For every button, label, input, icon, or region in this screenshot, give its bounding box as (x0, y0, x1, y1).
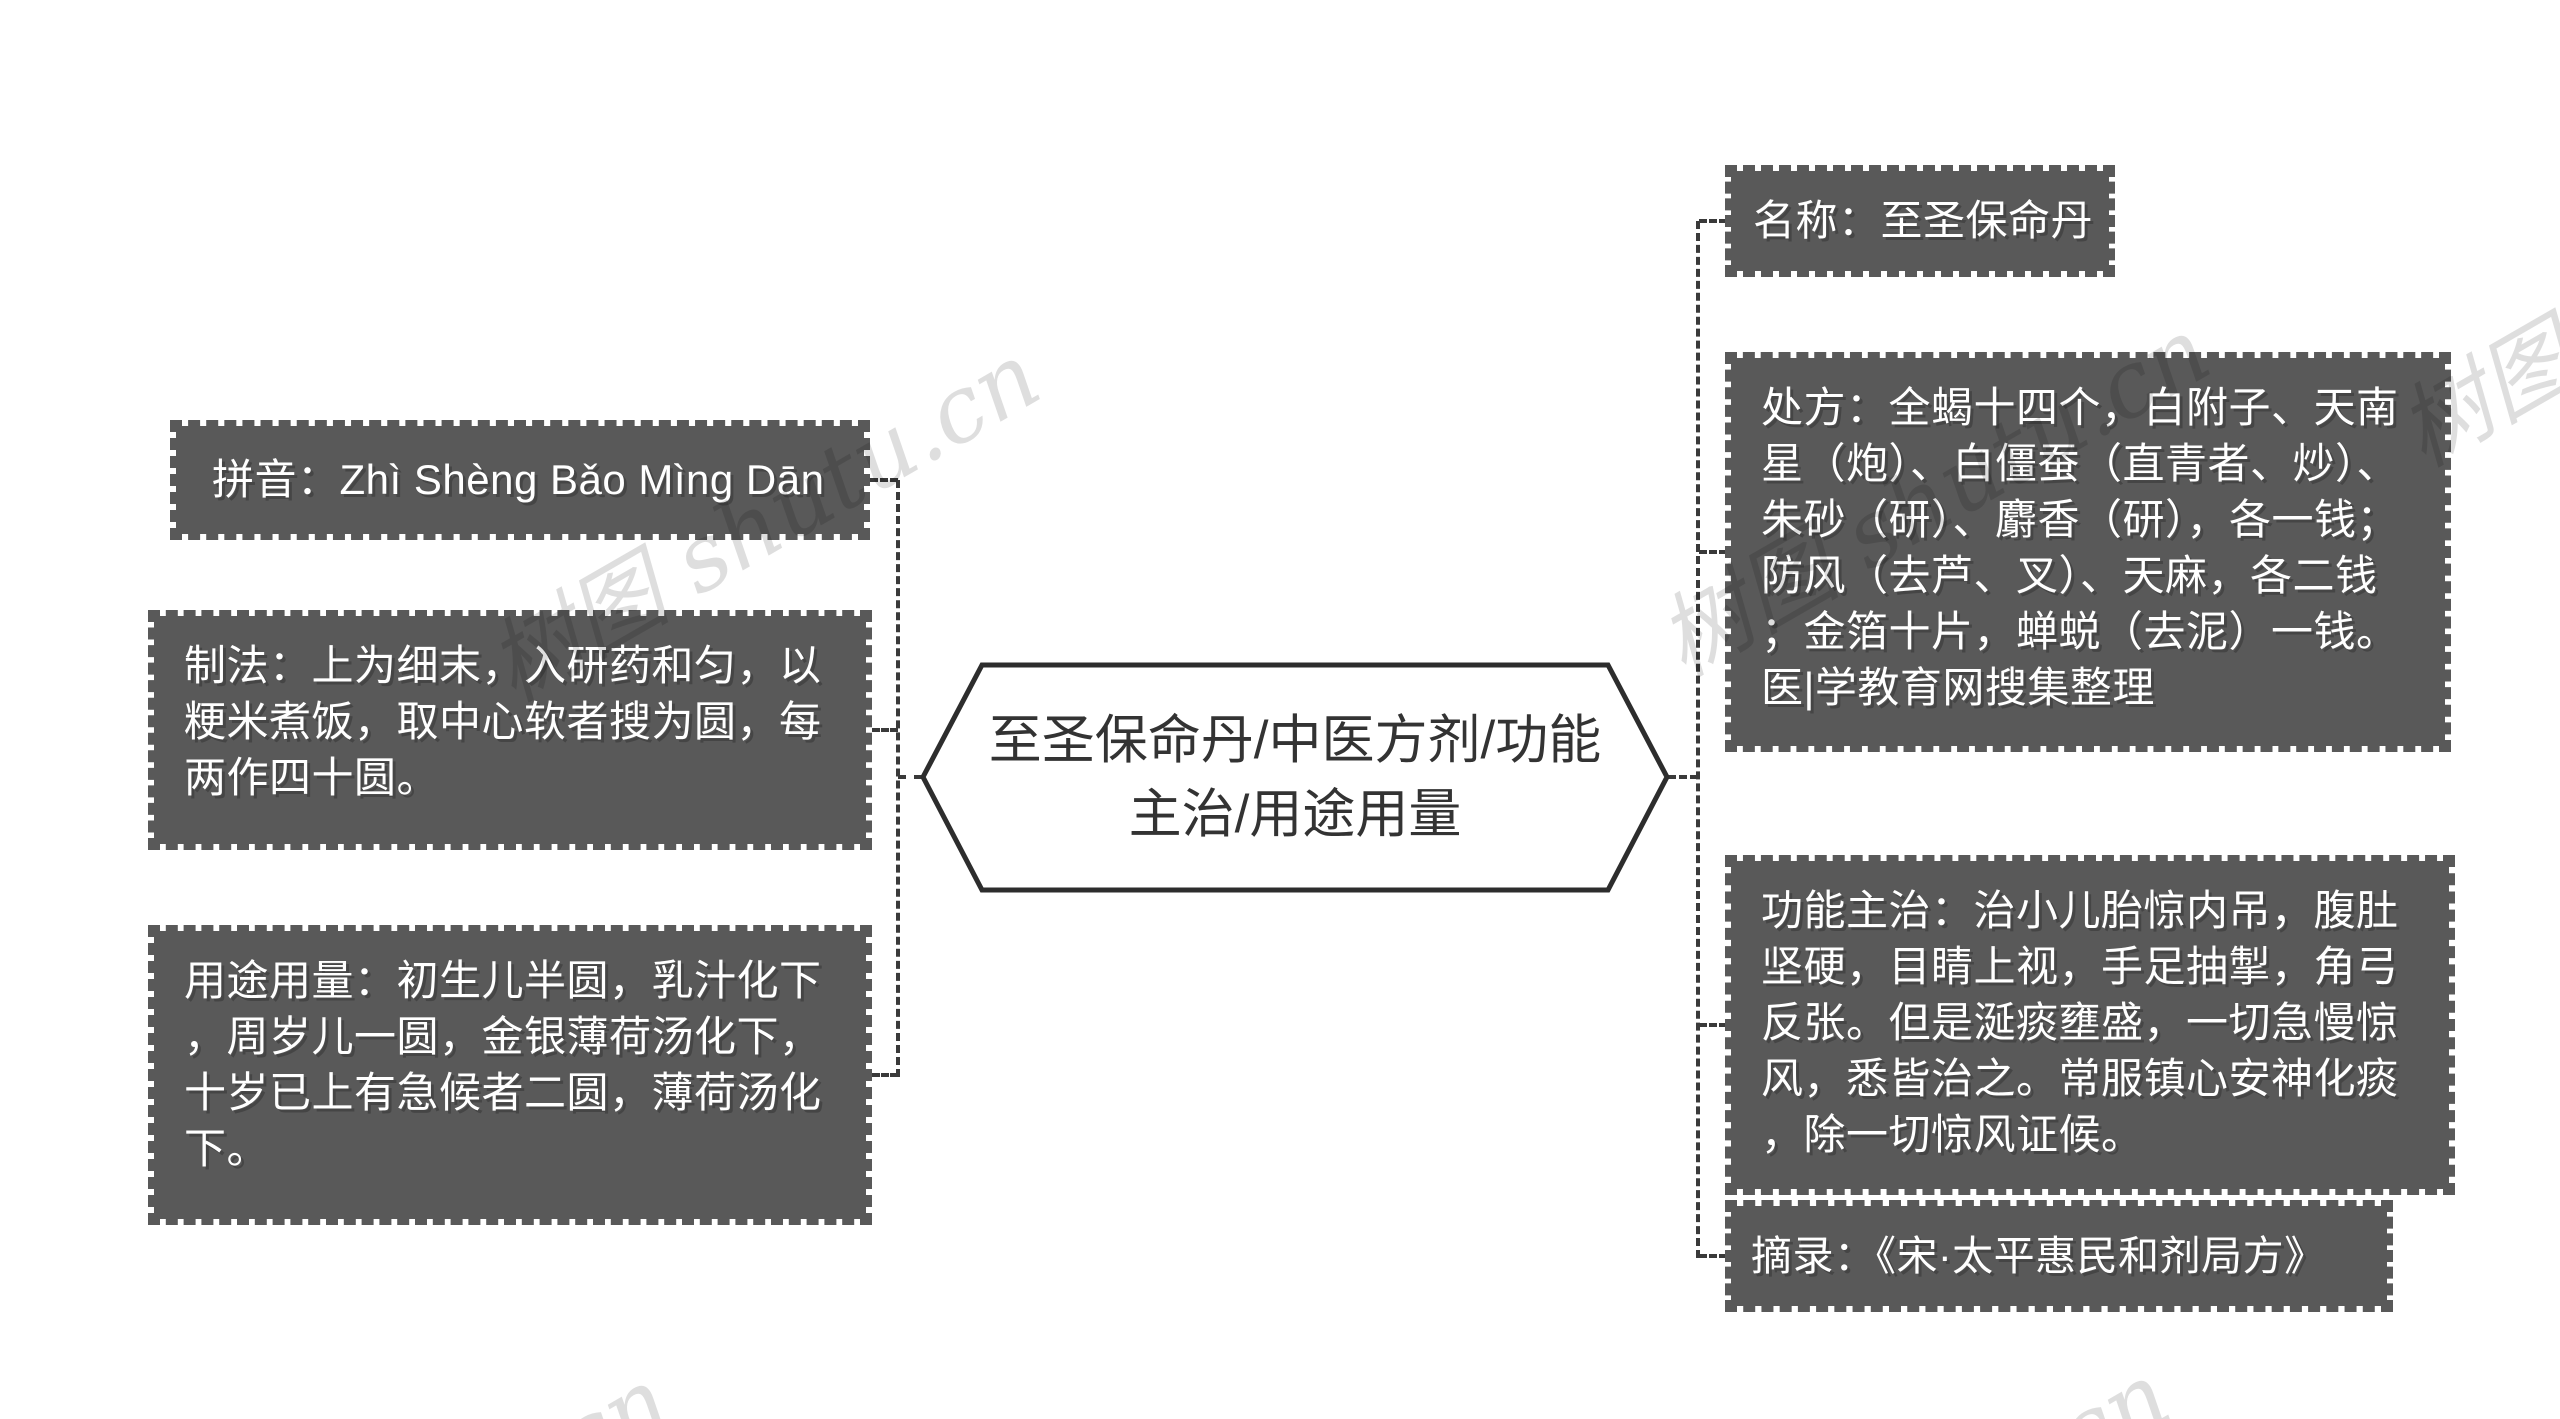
node-indications[interactable]: 功能主治：治小儿胎惊内吊，腹肚坚硬，目睛上视，手足抽掣，角弓反张。但是涎痰壅盛，… (1725, 855, 2455, 1195)
node-indications-label: 功能主治：治小儿胎惊内吊，腹肚坚硬，目睛上视，手足抽掣，角弓反张。但是涎痰壅盛，… (1761, 887, 2399, 1158)
connector-stub-usage (872, 1073, 898, 1077)
node-prescription-label: 处方：全蝎十四个，白附子、天南星（炮）、白僵蚕（直青者、炒）、朱砂（研）、麝香（… (1761, 384, 2400, 711)
node-method-label: 制法：上为细末，入研药和匀，以粳米煮饭，取中心软者搜为圆，每两作四十圆。 (184, 642, 822, 801)
node-name-label: 名称：至圣保命丹 (1753, 197, 2094, 244)
node-usage[interactable]: 用途用量：初生儿半圆，乳汁化下，周岁儿一圆，金银薄荷汤化下，十岁已上有急候者二圆… (148, 925, 872, 1225)
node-source[interactable]: 摘录：《宋·太平惠民和剂局方》 (1725, 1200, 2393, 1312)
node-prescription[interactable]: 处方：全蝎十四个，白附子、天南星（炮）、白僵蚕（直青者、炒）、朱砂（研）、麝香（… (1725, 352, 2451, 752)
root-node-label: 至圣保命丹/中医方剂/功能主治/用途用量 (988, 710, 1602, 844)
node-source-label: 摘录：《宋·太平惠民和剂局方》 (1751, 1233, 2326, 1279)
node-pinyin-label: 拼音：Zhì Shèng Bǎo Mìng Dān (212, 456, 825, 503)
connector-stub-pinyin (870, 478, 898, 482)
node-pinyin[interactable]: 拼音：Zhì Shèng Bǎo Mìng Dān (170, 420, 870, 540)
node-method[interactable]: 制法：上为细末，入研药和匀，以粳米煮饭，取中心软者搜为圆，每两作四十圆。 (148, 610, 872, 850)
connector-stub-root-left (898, 775, 922, 779)
connector-stub-indications (1699, 1023, 1727, 1027)
watermark-text: 树图 shutu.cn (1590, 1324, 2189, 1419)
node-usage-label: 用途用量：初生儿半圆，乳汁化下，周岁儿一圆，金银薄荷汤化下，十岁已上有急候者二圆… (184, 957, 822, 1172)
root-node[interactable]: 至圣保命丹/中医方剂/功能主治/用途用量 (920, 660, 1670, 895)
connector-right-trunk (1696, 221, 1700, 1258)
connector-stub-source (1699, 1254, 1727, 1258)
connector-stub-prescription (1699, 550, 1727, 554)
node-name[interactable]: 名称：至圣保命丹 (1725, 165, 2115, 277)
connector-stub-method (872, 728, 898, 732)
watermark-text: 树图 shutu.cn (90, 1329, 689, 1419)
root-hexagon-shape (920, 662, 1670, 893)
connector-stub-root-right (1668, 775, 1698, 779)
connector-stub-name (1699, 219, 1727, 223)
